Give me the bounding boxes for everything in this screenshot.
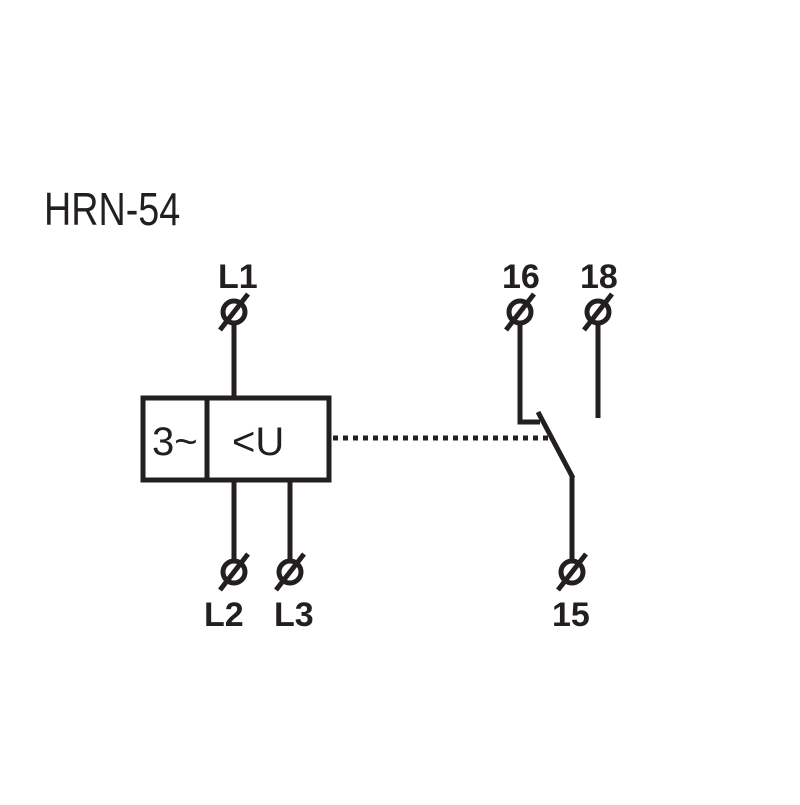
t16-wire: [517, 325, 540, 425]
phase-label: 3~: [152, 420, 198, 464]
l3-terminal-icon: [274, 552, 306, 592]
terminal-label-l3: L3: [274, 596, 314, 634]
terminal-label-l2: L2: [204, 596, 244, 634]
l2-terminal-icon: [218, 552, 250, 592]
t15-terminal-icon: [556, 552, 588, 592]
terminal-label-l1: L1: [218, 258, 258, 296]
t18-terminal-icon: [582, 292, 614, 332]
function-label: <U: [232, 420, 284, 464]
t16-terminal-icon: [504, 292, 536, 332]
terminal-label-18: 18: [580, 258, 618, 296]
terminal-label-16: 16: [502, 258, 540, 296]
device-title: HRN-54: [44, 183, 181, 235]
terminal-label-15: 15: [552, 596, 590, 634]
switch-contact-blade: [535, 410, 576, 480]
function-box: 3~ <U: [140, 395, 332, 483]
l1-terminal-icon: [218, 292, 250, 332]
